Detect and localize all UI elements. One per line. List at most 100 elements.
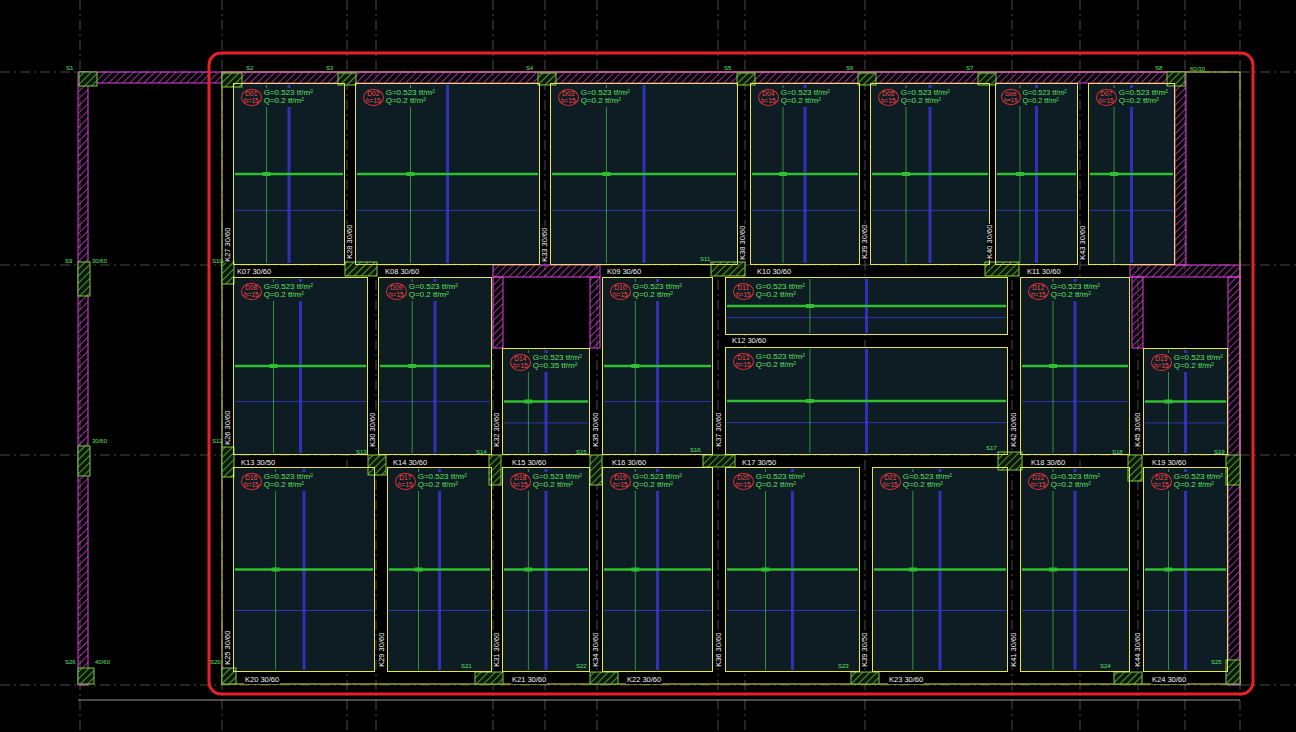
rebar-line [552, 173, 736, 175]
column [1114, 672, 1142, 684]
column [590, 672, 618, 684]
slab-annotation: D22h=15G=0.523 tf/m²Q=0.2 tf/m² [1026, 472, 1102, 491]
column-label: S6 [846, 65, 853, 71]
load-value: G=0.523 tf/m² [756, 473, 805, 481]
column [78, 262, 90, 296]
rebar-tick [909, 568, 917, 572]
slab-annotation: D07h=15G=0.523 tf/m²Q=0.2 tf/m² [1094, 88, 1170, 107]
rebar-line [604, 610, 711, 611]
slab-thickness: h=15 [1004, 97, 1018, 103]
slab-fill [602, 277, 713, 455]
rebar-tick [415, 568, 423, 572]
column-label: S20 [210, 659, 221, 665]
rebar-tick [408, 364, 416, 368]
rebar-line [997, 210, 1076, 211]
load-value: G=0.523 tf/m² [1174, 354, 1223, 362]
slab-fill [355, 83, 540, 265]
rebar-tick [263, 172, 271, 176]
slab-annotation: D01h=15G=0.523 tf/m²Q=0.2 tf/m² [239, 88, 315, 107]
column [475, 672, 503, 684]
column-hatch [489, 455, 501, 485]
slab-fill [1020, 277, 1130, 455]
beam-label: K45 30/60 [1134, 412, 1142, 448]
slab-fill [725, 347, 1008, 455]
slab-thickness: h=15 [761, 98, 776, 105]
rebar-line [1145, 610, 1226, 611]
slab-fill [502, 348, 590, 455]
grid-lines [0, 72, 1296, 685]
slab-fill [870, 83, 990, 265]
slab-tag: D01h=15 [241, 89, 262, 106]
slab-annotation: D02h=15G=0.523 tf/m²Q=0.2 tf/m² [361, 88, 437, 107]
rebar-tick [1165, 400, 1173, 404]
slab-thickness: h=15 [561, 98, 576, 105]
load-value: Q=0.2 tf/m² [756, 361, 805, 369]
column-label: S7 [966, 65, 973, 71]
beam-label: K30 30/60 [369, 412, 377, 448]
slab-thickness: h=15 [1154, 363, 1169, 370]
beam-label: K20 30/60 [244, 676, 280, 684]
slab-panel: D23h=15G=0.523 tf/m²Q=0.2 tf/m² [1143, 467, 1228, 672]
slab-loads: G=0.523 tf/m²Q=0.2 tf/m² [264, 89, 313, 106]
rebar-tick [631, 568, 639, 572]
rebar-line [1022, 401, 1128, 402]
dimension-line [78, 700, 1240, 701]
slab-tag: D10h=15 [610, 283, 631, 300]
load-value: G=0.523 tf/m² [1051, 473, 1100, 481]
beam-label: K42 30/60 [1010, 412, 1018, 448]
rebar-line [604, 568, 711, 570]
rebar-line [727, 317, 1006, 318]
slab-loads: G=0.523 tf/m²Q=0.2 tf/m² [409, 283, 458, 300]
load-value: Q=0.2 tf/m² [1051, 291, 1100, 299]
beam-label: K35 30/60 [592, 412, 600, 448]
slab-annotation: D04h=15G=0.523 tf/m²Q=0.2 tf/m² [756, 88, 832, 107]
slab-annotation: D18h=15G=0.523 tf/m²Q=0.2 tf/m² [508, 472, 584, 491]
column-hatch [1128, 455, 1142, 481]
grid-line [0, 685, 1296, 686]
slab-thickness: h=15 [244, 98, 259, 105]
column [590, 455, 602, 485]
column-label: S1 [66, 65, 73, 71]
rebar-tick [602, 172, 610, 176]
slab-panel: D06h=15G=0.523 tf/m²Q=0.2 tf/m² [995, 83, 1078, 265]
rebar-line [552, 210, 736, 211]
beam-label: K18 30/60 [1030, 459, 1066, 467]
rebar-line [504, 610, 588, 611]
column [1128, 455, 1142, 481]
slab-tag: D12h=15 [1028, 283, 1049, 300]
slab-annotation: D09h=15G=0.523 tf/m²Q=0.2 tf/m² [384, 282, 460, 301]
rebar-tick [1165, 568, 1173, 572]
slab-panel: D14h=15G=0.523 tf/m²Q=0.35 tf/m² [502, 348, 590, 455]
slab-panel: D01h=15G=0.523 tf/m²Q=0.2 tf/m² [233, 83, 345, 265]
beam-label: K10 30/60 [756, 268, 792, 276]
load-value: G=0.523 tf/m² [633, 283, 682, 291]
slab-panel: D18h=15G=0.523 tf/m²Q=0.2 tf/m² [502, 467, 590, 672]
load-value: Q=0.2 tf/m² [903, 481, 952, 489]
rebar-tick [270, 364, 278, 368]
column [78, 668, 94, 684]
column-hatch [78, 668, 94, 684]
column-label: S12 [212, 438, 223, 444]
column-label: 60/30 [1190, 66, 1205, 72]
slab-fill [1020, 467, 1130, 672]
rebar-line [1145, 568, 1226, 570]
load-value: Q=0.2 tf/m² [1174, 481, 1223, 489]
slab-panel: D20h=15G=0.523 tf/m²Q=0.2 tf/m² [725, 467, 860, 672]
load-value: G=0.523 tf/m² [581, 89, 630, 97]
beam-label: K08 30/60 [384, 268, 420, 276]
column-hatch [1226, 660, 1240, 684]
slab-thickness: h=15 [736, 362, 751, 369]
slab-panel: D11h=15G=0.523 tf/m²Q=0.2 tf/m² [725, 277, 1008, 335]
slab-fill [233, 467, 375, 672]
beam-label: K34 30/60 [592, 632, 600, 668]
slab-loads: G=0.523 tf/m²Q=0.2 tf/m² [418, 473, 467, 490]
column-label: S16 [690, 447, 701, 453]
load-value: Q=0.2 tf/m² [901, 97, 950, 105]
shear-wall [1132, 277, 1143, 348]
load-value: Q=0.35 tf/m² [533, 362, 582, 370]
slab-fill [550, 83, 738, 265]
slab-loads: G=0.523 tf/m²Q=0.2 tf/m² [756, 283, 805, 300]
slab-thickness: h=15 [881, 98, 896, 105]
slab-panel: D19h=15G=0.523 tf/m²Q=0.2 tf/m² [602, 467, 713, 672]
